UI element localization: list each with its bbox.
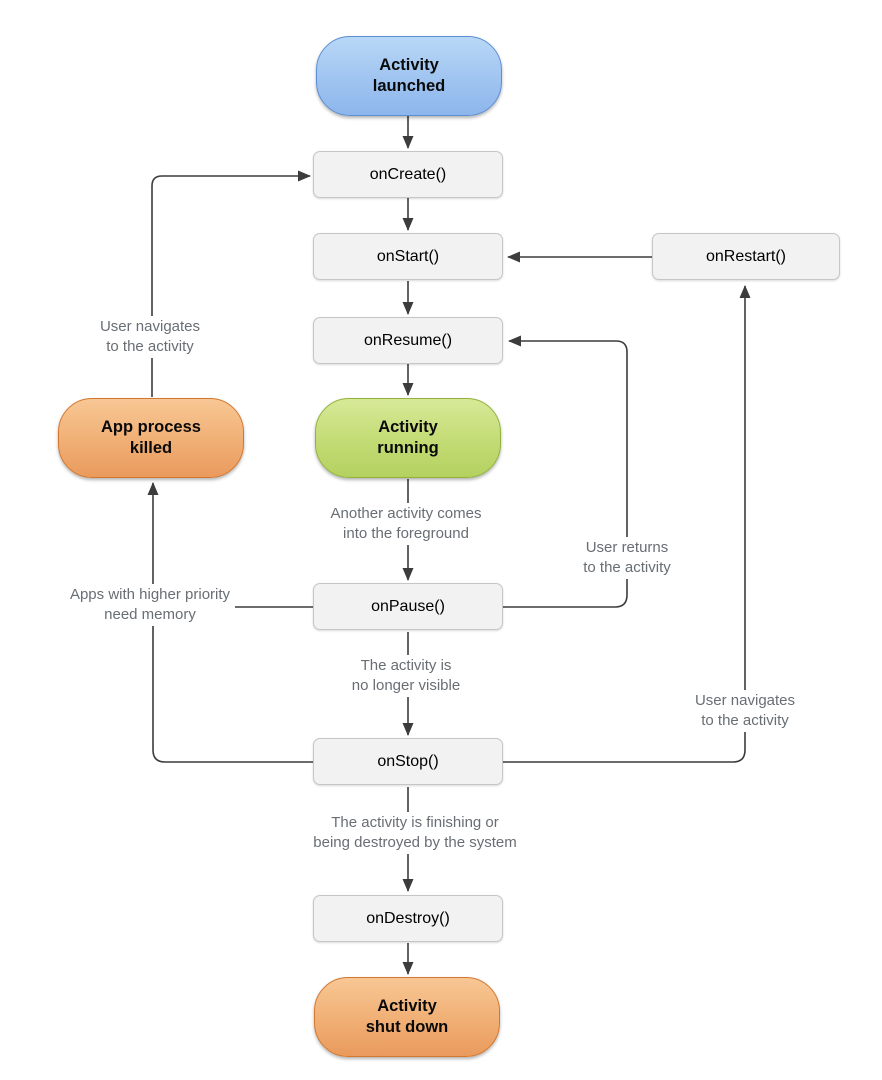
label-apps-priority: Apps with higher priority need memory [64, 584, 236, 626]
label-another-activity-foreground: Another activity comes into the foregrou… [325, 503, 487, 545]
node-activity-launched: Activity launched [316, 36, 502, 116]
label-activity-finishing: The activity is finishing or being destr… [308, 812, 522, 854]
arrow-killed-to-oncreate [151, 170, 311, 397]
arrow-onstop-to-killed [147, 482, 313, 763]
label-user-returns: User returns to the activity [578, 537, 676, 579]
label-user-navigates-right: User navigates to the activity [689, 690, 801, 732]
node-ondestroy: onDestroy() [313, 895, 503, 942]
node-onpause: onPause() [313, 583, 503, 630]
node-oncreate: onCreate() [313, 151, 503, 198]
node-onresume: onResume() [313, 317, 503, 364]
node-activity-running: Activity running [315, 398, 501, 478]
arrow-onpause-to-onresume [503, 335, 628, 608]
node-app-process-killed: App process killed [58, 398, 244, 478]
node-onrestart: onRestart() [652, 233, 840, 280]
label-user-navigates-left: User navigates to the activity [94, 316, 206, 358]
label-activity-no-longer-visible: The activity is no longer visible [346, 655, 466, 697]
node-activity-shut-down: Activity shut down [314, 977, 500, 1057]
node-onstart: onStart() [313, 233, 503, 280]
node-onstop: onStop() [313, 738, 503, 785]
arrow-onstop-to-onrestart [503, 285, 751, 763]
